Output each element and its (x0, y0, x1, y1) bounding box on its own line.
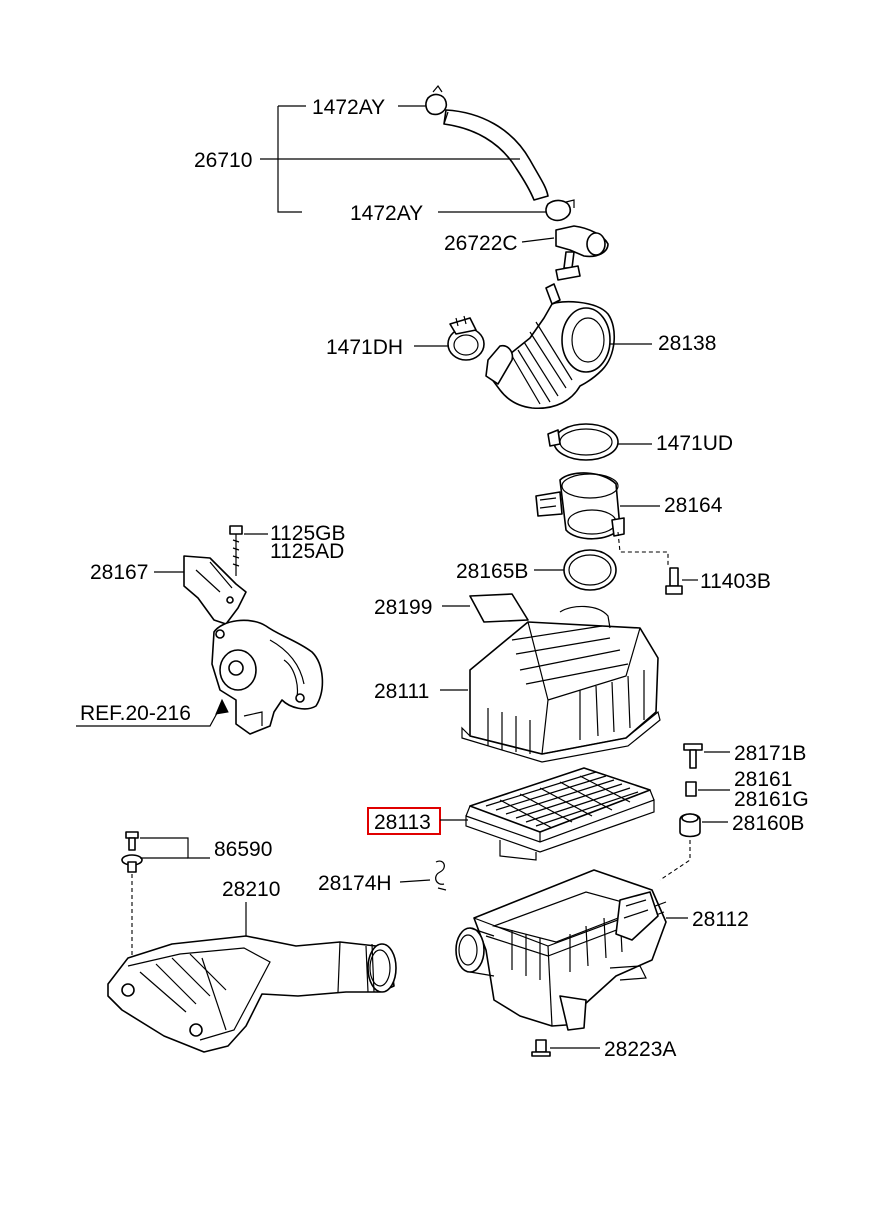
grommet-pin-28171b[interactable] (683, 743, 703, 769)
label-ref-20-216[interactable]: REF.20-216 (80, 702, 191, 725)
gasket-28165b[interactable] (563, 549, 617, 591)
label-28210[interactable]: 28210 (222, 878, 280, 901)
clamp-1471ud[interactable] (547, 423, 619, 461)
bracket-28167[interactable] (183, 555, 247, 625)
label-28167[interactable]: 28167 (90, 561, 148, 584)
leader-lines (76, 105, 730, 1049)
highlight-box-28113 (367, 807, 441, 835)
label-11403b[interactable]: 11403B (700, 570, 771, 593)
label-28199[interactable]: 28199 (374, 596, 432, 619)
breather-hose-26710[interactable] (443, 109, 549, 201)
label-1125ad[interactable]: 1125AD (270, 540, 344, 563)
intake-hose-28138[interactable] (485, 283, 616, 410)
part-labels: 1472AY 26710 1472AY 26722C 1471DH 28138 … (80, 96, 809, 1061)
spacer-28161[interactable] (685, 781, 697, 797)
label-28164[interactable]: 28164 (664, 494, 723, 517)
engine-mount-ref[interactable] (211, 619, 324, 735)
label-26710[interactable]: 26710 (194, 149, 252, 172)
clamp-1472ay-lower[interactable] (545, 199, 575, 222)
leader-28160b-dashed (659, 840, 691, 881)
clamp-1472ay-upper[interactable] (425, 84, 448, 116)
bolt-86590-upper[interactable] (125, 831, 139, 851)
label-1471ud[interactable]: 1471UD (656, 432, 733, 455)
label-28112[interactable]: 28112 (692, 908, 749, 931)
label-28161g[interactable]: 28161G (734, 788, 809, 811)
breather-connector-26722c[interactable] (555, 225, 609, 281)
label-1471dh[interactable]: 1471DH (326, 336, 403, 359)
label-1125gb[interactable]: 1125GB (270, 522, 346, 545)
air-cleaner-body-28112[interactable] (455, 869, 667, 1031)
label-28174h[interactable]: 28174H (318, 872, 392, 895)
cover-28111[interactable] (461, 605, 661, 763)
label-28171b[interactable]: 28171B (734, 742, 806, 765)
bolt-86590-lower[interactable] (121, 854, 143, 873)
label-1472ay-upper[interactable]: 1472AY (312, 96, 385, 119)
clip-28174h[interactable] (435, 860, 447, 891)
ref-arrow-head (215, 698, 229, 715)
label-1472ay-lower[interactable]: 1472AY (350, 202, 423, 225)
screw-11403b[interactable] (665, 567, 683, 595)
air-duct-28210[interactable] (107, 935, 397, 1053)
leader-11403b-dashed (617, 531, 669, 566)
clamp-1471dh[interactable] (447, 315, 485, 361)
label-26722c[interactable]: 26722C (444, 232, 518, 255)
mass-air-flow-sensor-28164[interactable] (535, 472, 625, 540)
bolt-28223a[interactable] (531, 1039, 551, 1057)
insulator-28160b[interactable] (679, 813, 701, 838)
label-86590[interactable]: 86590 (214, 838, 272, 861)
bolt-1125gb[interactable] (229, 525, 243, 576)
label-28223a[interactable]: 28223A (604, 1038, 676, 1061)
label-sticker-28199[interactable] (469, 593, 529, 623)
label-28113[interactable]: 28113 (374, 811, 431, 834)
label-28165b[interactable]: 28165B (456, 560, 528, 583)
label-28111[interactable]: 28111 (374, 680, 429, 703)
filter-element-28113[interactable] (465, 767, 655, 861)
label-28138[interactable]: 28138 (658, 332, 716, 355)
label-28160b[interactable]: 28160B (732, 812, 804, 835)
label-28161[interactable]: 28161 (734, 768, 792, 791)
